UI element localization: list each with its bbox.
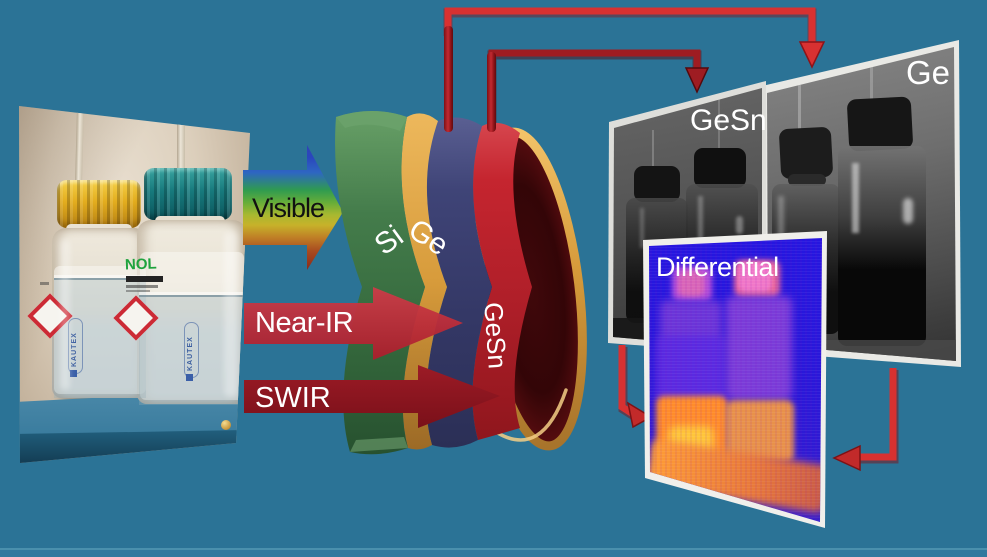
near-ir-arrow-label: Near-IR <box>255 307 354 339</box>
detector-wire <box>444 26 453 132</box>
left-bottle-liquid <box>54 278 146 398</box>
left-bottle-cap <box>57 180 141 228</box>
differential-image-label: Differential <box>656 252 779 282</box>
thermal-right-cap-hot <box>738 262 772 292</box>
ir-right-bottle-cap <box>694 148 746 188</box>
gesn-image-label: GeSn <box>690 104 767 137</box>
ir-right-bottle-cap <box>846 96 914 152</box>
bottom-edge-strip <box>0 548 987 557</box>
gesn-layer-label: GeSn <box>478 301 513 370</box>
ir-tube <box>718 98 720 148</box>
ge-image-label: Ge <box>906 54 951 91</box>
thermal-right-body <box>726 296 792 400</box>
cap-ribs <box>144 168 232 220</box>
gesn-to-differential-arrow <box>618 345 653 429</box>
si-layer-band <box>335 111 425 455</box>
table-knob <box>221 420 231 430</box>
cap-ribs <box>57 180 141 228</box>
ir-tube <box>870 50 873 110</box>
ir-highlight <box>778 196 784 256</box>
brand-logo <box>186 374 193 381</box>
ir-left-bottle-cap <box>634 166 680 202</box>
ir-highlight <box>852 163 859 233</box>
ir-tube <box>652 130 654 170</box>
thermal-left-body <box>656 336 726 406</box>
ir-highlight <box>698 196 703 242</box>
right-bottle-cap <box>144 168 232 220</box>
right-bottle-liquid <box>139 295 245 405</box>
ir-highlight <box>736 216 743 234</box>
ir-left-bottle-cap <box>778 126 834 180</box>
visible-arrow-label: Visible <box>252 193 325 223</box>
ge-to-differential-arrow <box>832 368 899 472</box>
gold-seam-band <box>401 113 447 450</box>
label-microtext <box>126 290 150 292</box>
si-top-face <box>336 111 407 131</box>
label-microtext <box>40 282 49 285</box>
thermal-left-cap-hot <box>678 271 704 297</box>
gesn-layer-band <box>472 122 532 440</box>
swir-arrow-label: SWIR <box>255 382 331 414</box>
detector-wire <box>487 52 496 132</box>
label-barcode <box>126 276 163 282</box>
glass-highlight <box>224 232 238 397</box>
glass-highlight <box>60 240 70 390</box>
ir-highlight <box>640 208 644 248</box>
right-bottle-tube <box>177 106 185 174</box>
si-bottom-face <box>350 437 408 452</box>
routing-to-ge-arrow <box>443 7 826 69</box>
ir-highlight <box>903 198 913 224</box>
ge-layer-band <box>426 117 492 448</box>
ir-tube <box>798 47 801 132</box>
label-microtext <box>126 285 158 288</box>
brand-logo <box>70 370 77 377</box>
ir-left-bottle-neck <box>788 174 826 186</box>
